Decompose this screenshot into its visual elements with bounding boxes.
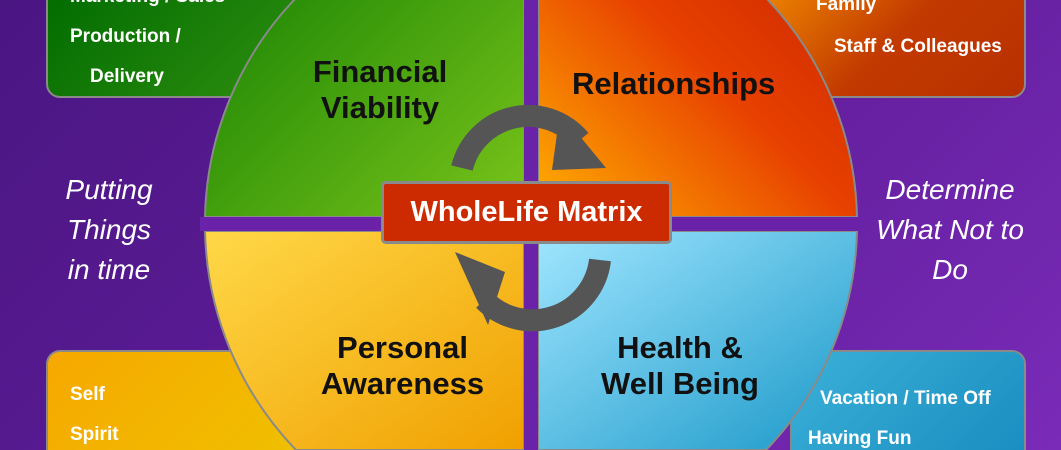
- arrow-head-icon: [552, 112, 606, 170]
- left-side-text: Putting Things in time: [44, 170, 174, 290]
- side-line: in time: [67, 254, 151, 285]
- cycle-arrow-icon: [476, 258, 611, 332]
- quadrant-awareness: [203, 230, 525, 450]
- arrow-head-icon: [455, 252, 505, 325]
- side-line: Things: [66, 214, 152, 245]
- box-item: Staff & Colleagues: [834, 36, 1002, 57]
- quadrant-health: [537, 230, 859, 450]
- box-item: Vacation / Time Off: [820, 388, 991, 409]
- box-item: Spirit: [70, 424, 119, 445]
- box-item: Having Fun: [808, 428, 912, 449]
- right-side-text: Determine What Not to Do: [860, 170, 1040, 290]
- box-item: Marketing / Sales: [70, 0, 225, 8]
- side-line: Putting: [65, 174, 153, 205]
- side-line: What Not to: [876, 214, 1024, 245]
- quadrant-relationships: [537, 0, 859, 218]
- quadrant-financial: [203, 0, 525, 218]
- quadrant-label-awareness: Personal Awareness: [320, 330, 485, 401]
- box-item: Delivery: [90, 66, 164, 87]
- box-item: Family: [816, 0, 877, 15]
- quadrant-label-relationships: Relationships: [572, 66, 776, 101]
- quadrant-label-health: Health & Well Being: [601, 330, 759, 401]
- box-item: Production /: [70, 26, 181, 47]
- side-line: Determine: [885, 174, 1015, 205]
- health-details-box: Vacation / Time Off Having Fun: [790, 350, 1026, 450]
- quadrant-label-financial: Financial Viability: [312, 54, 448, 125]
- box-item: Self: [70, 384, 105, 405]
- side-line: Do: [932, 254, 968, 285]
- matrix-title: WholeLife Matrix: [381, 181, 672, 244]
